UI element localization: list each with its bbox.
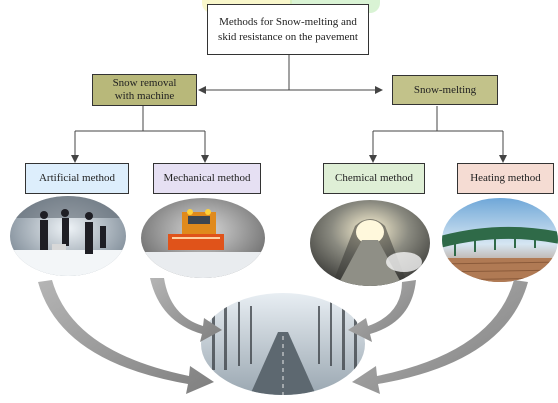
method-artificial-label: Artificial method xyxy=(38,172,116,185)
method-chemical-label: Chemical method xyxy=(335,172,413,185)
curved-arrow-right-outer xyxy=(352,280,528,394)
curved-arrow-right-inner xyxy=(348,280,416,342)
branch-snow-melting: Snow-melting xyxy=(392,75,498,105)
method-heating: Heating method xyxy=(457,163,554,194)
method-mechanical-label: Mechanical method xyxy=(163,172,251,185)
method-heating-label: Heating method xyxy=(470,172,541,185)
root-title-line2: skid resistance on the pavement xyxy=(218,30,358,43)
curved-arrow-left-outer xyxy=(38,280,214,394)
branch-snow-removal: Snow removal with machine xyxy=(92,74,197,106)
snowy-tunnel-photo xyxy=(310,200,430,286)
method-mechanical: Mechanical method xyxy=(153,163,261,194)
snowplow-truck-photo xyxy=(141,198,265,278)
branch-right-label: Snow-melting xyxy=(413,83,477,96)
people-shoveling-snow-photo xyxy=(10,196,126,276)
curved-arrow-left-inner xyxy=(150,278,222,342)
method-chemical: Chemical method xyxy=(323,163,425,194)
root-title-line1: Methods for Snow-melting and xyxy=(219,15,357,28)
method-artificial: Artificial method xyxy=(25,163,129,194)
snowy-forest-road-photo xyxy=(201,293,365,395)
heated-bridge-photo xyxy=(442,198,558,282)
branch-left-line2: with machine xyxy=(114,90,175,102)
root-node: Methods for Snow-melting and skid resist… xyxy=(207,4,369,55)
branch-left-line1: Snow removal xyxy=(112,76,177,89)
